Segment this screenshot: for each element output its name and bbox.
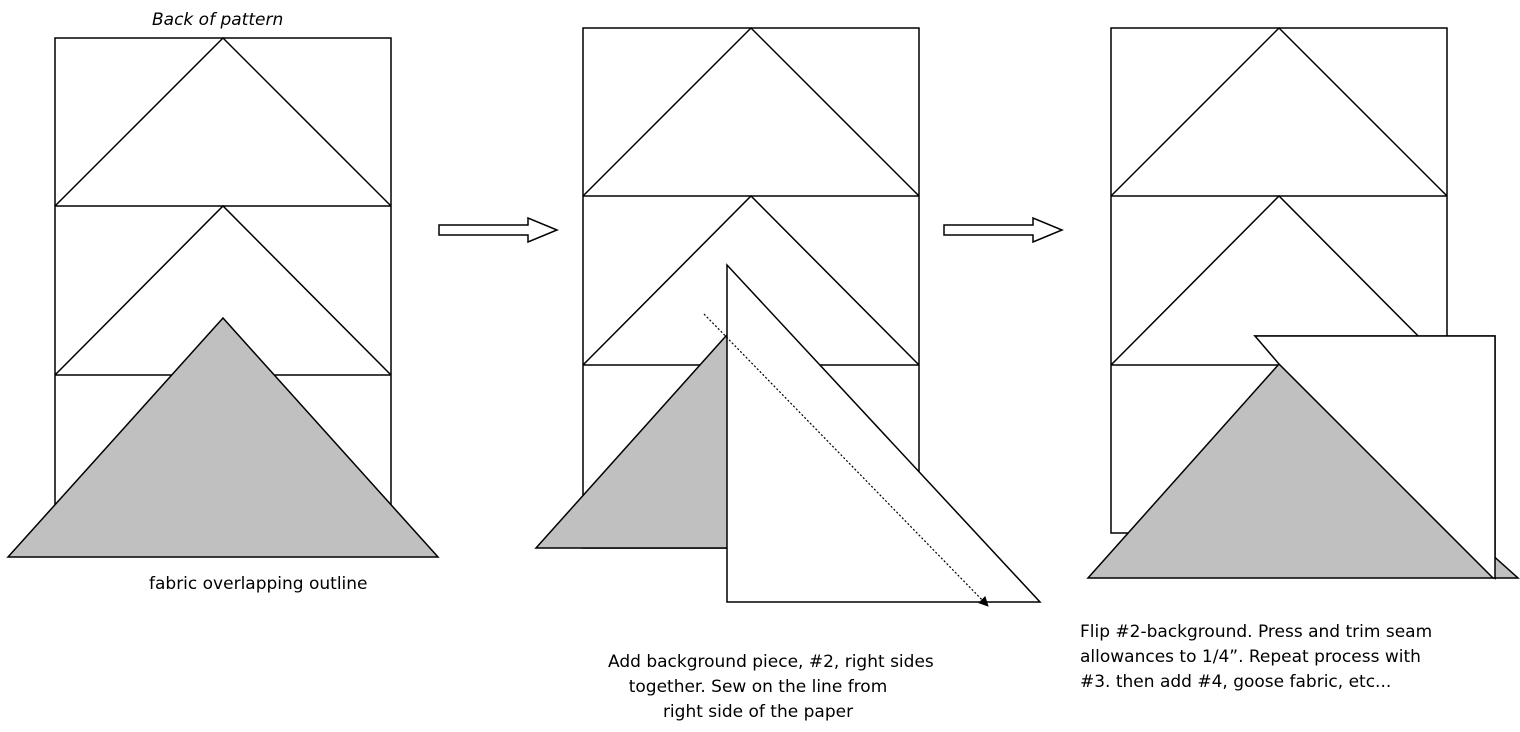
goose-outline bbox=[1110, 26, 1448, 197]
step-3-caption-line: #3. then add #4, goose fabric, etc... bbox=[1080, 672, 1392, 692]
panel-2 bbox=[534, 26, 1042, 607]
step-1-caption: fabric overlapping outline bbox=[149, 574, 368, 594]
panel-1 bbox=[6, 36, 440, 558]
goose-outline bbox=[582, 26, 920, 197]
step-2-caption-line: Add background piece, #2, right sides bbox=[608, 652, 934, 672]
panel-3 bbox=[1086, 26, 1520, 580]
step-3-caption-line: allowances to 1/4”. Repeat process with bbox=[1080, 647, 1421, 667]
right-arrow-1 bbox=[438, 216, 559, 244]
background-piece-2 bbox=[726, 263, 1042, 603]
goose-outline bbox=[54, 36, 392, 207]
goose-outline bbox=[582, 194, 920, 366]
goose-outline bbox=[54, 204, 392, 376]
step-3-caption: Flip #2-background. Press and trim seam … bbox=[1080, 620, 1432, 695]
back-of-pattern-label: Back of pattern bbox=[152, 10, 284, 30]
step-2-caption-line: together. Sew on the line from bbox=[628, 677, 888, 697]
goose-outline bbox=[1110, 194, 1448, 366]
right-arrow-2 bbox=[943, 216, 1064, 244]
goose-fabric-piece bbox=[6, 316, 440, 558]
step-2-caption: Add background piece, #2, right sides to… bbox=[608, 650, 934, 725]
step-3-caption-line: Flip #2-background. Press and trim seam bbox=[1080, 622, 1433, 642]
background-piece-2-flipped bbox=[1253, 335, 1496, 579]
step-2-caption-line: right side of the paper bbox=[662, 702, 854, 722]
